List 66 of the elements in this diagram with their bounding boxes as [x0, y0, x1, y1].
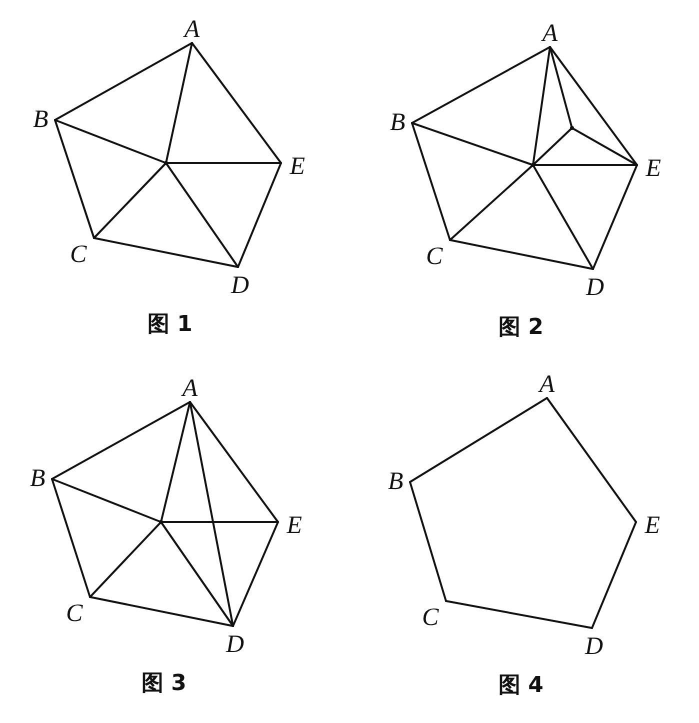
- line-segment: [449, 164, 534, 241]
- vertex-label: B: [33, 109, 55, 131]
- line-segment: [546, 397, 637, 523]
- junction-point: [159, 520, 163, 524]
- line-segment: [165, 42, 193, 164]
- figure-caption: 图 1: [148, 312, 192, 338]
- vertex-label: B: [30, 468, 52, 490]
- line-segment: [54, 119, 95, 239]
- vertex-label: D: [230, 267, 250, 297]
- figure-caption: 图 3: [142, 671, 186, 697]
- line-segment: [160, 401, 191, 523]
- line-segment: [191, 42, 282, 164]
- vertex-label: B: [390, 112, 412, 134]
- line-segment: [445, 600, 593, 629]
- vertex-label: D: [585, 269, 605, 299]
- line-segment: [165, 162, 282, 164]
- line-segment: [160, 521, 279, 523]
- junction-point: [570, 126, 574, 130]
- line-segment: [160, 521, 234, 627]
- line-segment: [549, 46, 573, 129]
- vertex-label: A: [538, 374, 556, 398]
- line-segment: [54, 42, 193, 121]
- vertex-label: A: [181, 378, 199, 402]
- line-segment: [411, 122, 534, 166]
- line-segment: [591, 521, 637, 629]
- line-segment: [549, 46, 638, 166]
- vertex-label: B: [388, 471, 410, 493]
- line-segment: [93, 162, 167, 239]
- line-segment: [532, 164, 594, 270]
- line-segment: [54, 119, 167, 164]
- line-segment: [532, 46, 551, 166]
- vertex-label: E: [636, 514, 660, 538]
- figure-caption: 图 4: [498, 673, 544, 699]
- line-segment: [532, 127, 573, 166]
- line-segment: [232, 521, 279, 627]
- vertex-label: D: [225, 626, 245, 656]
- vertex-label: E: [281, 155, 305, 179]
- vertex-label: C: [426, 240, 450, 268]
- figure-caption: 图 2: [498, 315, 544, 341]
- line-segment: [237, 162, 282, 268]
- line-segment: [592, 164, 638, 270]
- line-segment: [89, 521, 162, 598]
- junction-point: [164, 161, 168, 165]
- vertex-label: E: [637, 157, 661, 181]
- vertex-label: C: [66, 597, 90, 625]
- line-segment: [89, 596, 234, 627]
- line-segment: [189, 401, 234, 627]
- line-segment: [409, 397, 548, 483]
- line-segment: [409, 481, 447, 602]
- line-segment: [571, 127, 638, 166]
- vertex-label: C: [70, 238, 94, 266]
- line-segment: [93, 237, 239, 268]
- line-segment: [449, 239, 594, 270]
- line-segment: [51, 478, 162, 523]
- vertex-label: D: [584, 628, 604, 658]
- line-segment: [411, 122, 451, 241]
- line-segment: [165, 162, 239, 268]
- line-segment: [51, 478, 91, 598]
- vertex-label: E: [278, 514, 302, 538]
- vertex-label: A: [183, 19, 201, 43]
- line-segment: [189, 401, 279, 523]
- vertex-label: A: [541, 23, 559, 47]
- vertex-label: C: [422, 601, 446, 629]
- line-segment: [532, 164, 638, 166]
- line-segment: [51, 401, 191, 480]
- line-segment: [411, 46, 551, 124]
